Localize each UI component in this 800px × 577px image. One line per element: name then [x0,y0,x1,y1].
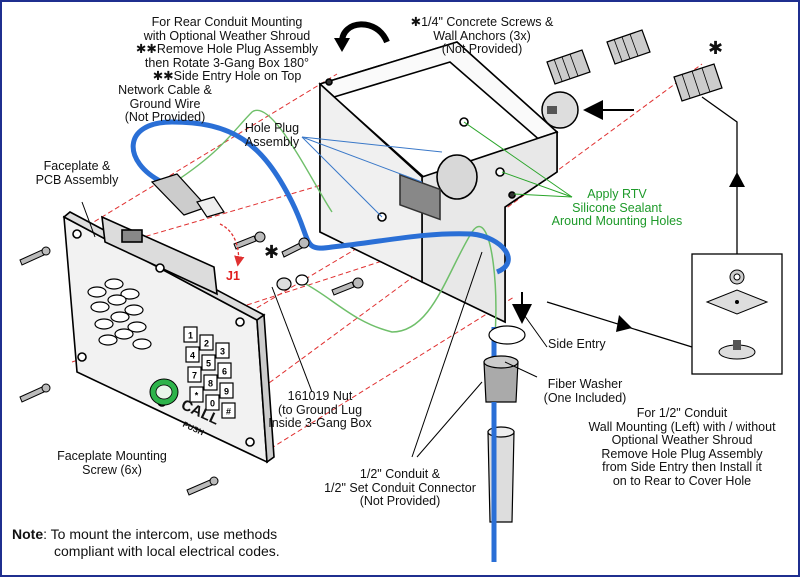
keypad-key [183,326,198,343]
label-faceplate-pcb: Faceplate & PCB Assembly [35,159,119,187]
label-conduit: 1/2" Conduit & 1/2" Set Conduit Connecto… [324,467,476,508]
keypad-key [219,382,234,399]
speaker-holes [87,278,152,350]
label-half-inch-conduit: For 1/2" Conduit Wall Mounting (Left) wi… [588,406,776,488]
keypad-key [201,354,216,371]
keypad-key [185,346,200,363]
note-line2: compliant with local electrical codes. [54,543,280,559]
keypad-key [189,386,204,403]
asterisk-hole-plug: ✱ [264,242,280,262]
asterisk-anchor: ✱ [708,38,724,58]
keypad-key [199,334,214,351]
note-line1: : To mount the intercom, use methods [43,526,278,542]
hole-plug-disk [541,91,579,129]
keypad-key-label: 2 [204,339,209,349]
keypad-key-label: * [195,391,199,401]
keypad-key [221,402,236,419]
keypad-key-label: 1 [188,331,193,341]
conduit-assembly [483,325,526,523]
faceplate-screws [19,231,364,496]
three-gang-box [318,41,559,324]
rj45-connector [150,173,225,218]
label-network-cable: Network Cable & Ground Wire (Not Provide… [118,83,212,124]
wall-anchors [546,29,723,102]
note-text: Note: To mount the intercom, use methods… [12,526,280,560]
keypad-key [215,342,230,359]
keypad-key-label: 6 [222,367,227,377]
keypad-key-label: 9 [224,387,229,397]
blue-leaders [301,136,443,218]
keypad-key [203,374,218,391]
label-fiber-washer: Fiber Washer (One Included) [543,377,627,405]
hole-plug-panel [691,253,783,375]
ground-nut [276,274,309,291]
label-j1: J1 [226,269,240,283]
keypad-key-label: 3 [220,347,225,357]
faceplate [62,211,275,464]
label-hole-plug: Hole Plug Assembly [244,121,300,149]
black-leaders [81,201,548,458]
keypad-key [205,394,220,411]
keypad-key-label: 5 [206,359,211,369]
keypad-key-label: 4 [190,351,195,361]
label-rtv-sealant: Apply RTV Silicone Sealant Around Mounti… [551,187,683,228]
keypad-key [187,366,202,383]
keypad-key-label: # [226,407,231,417]
green-leaders [463,121,573,198]
label-side-entry: Side Entry [548,337,606,351]
ground-wire [301,225,497,363]
label-concrete-screws: ✱1/4" Concrete Screws & Wall Anchors (3x… [410,15,554,56]
keypad-key [217,362,232,379]
label-faceplate-screw: Faceplate Mounting Screw (6x) [57,449,167,477]
keypad: 1 2 3 4 5 6 7 8 9 * 0 # [183,326,236,419]
label-ground-nut: 161019 Nut (to Ground Lug Inside 3-Gang … [268,389,372,430]
call-button [149,378,179,406]
keypad-key-label: 8 [208,379,213,389]
rotate-arrow [339,21,390,44]
note-prefix: Note [12,526,44,542]
keypad-key-label: 0 [210,399,215,409]
network-cable [130,119,511,275]
label-rear-conduit: For Rear Conduit Mounting with Optional … [135,15,319,83]
keypad-key-label: 7 [192,371,197,381]
